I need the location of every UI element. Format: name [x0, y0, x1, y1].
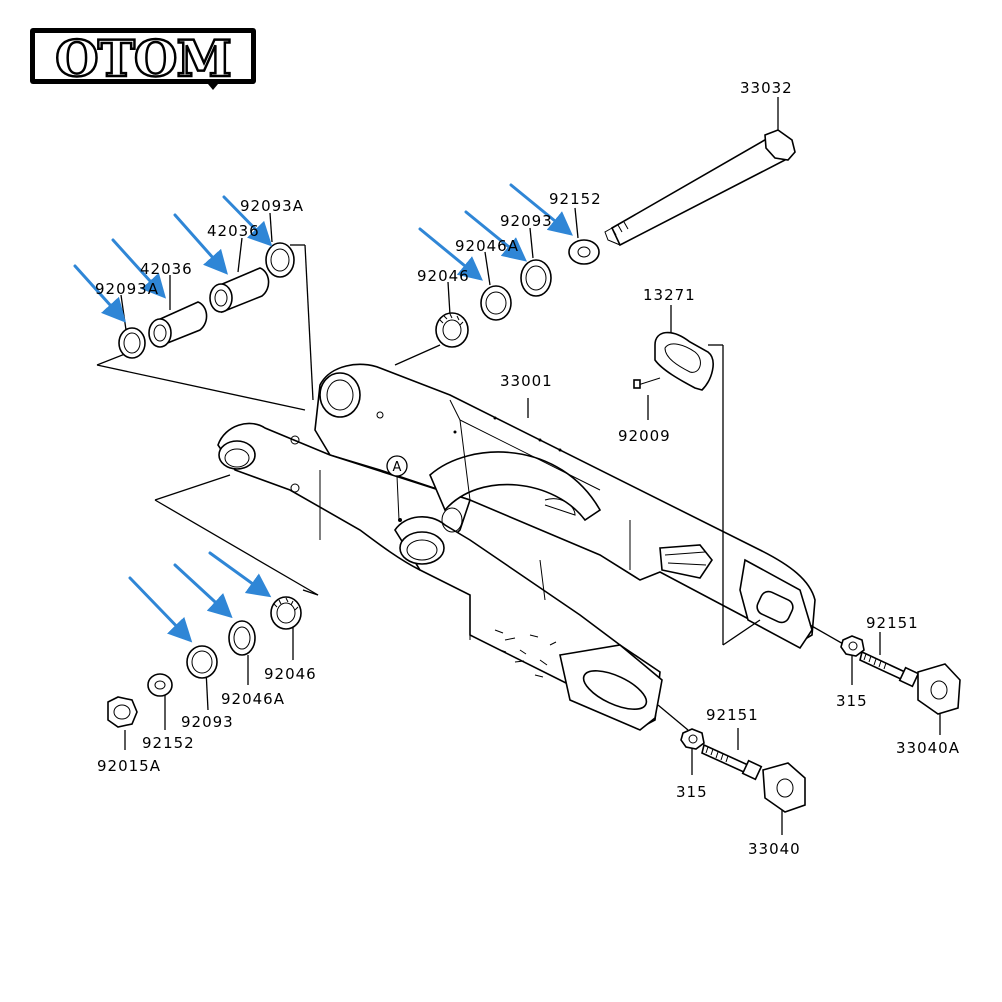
bearing-race-92046A-top	[480, 285, 512, 321]
label-92046-top: 92046	[417, 267, 470, 285]
label-92093A-top: 92093A	[240, 197, 304, 215]
arrow-seal-92093-top	[464, 210, 527, 262]
label-92046A-top: 92046A	[455, 237, 519, 255]
label-42036-a: 42036	[207, 222, 260, 240]
collar-42036-b	[148, 301, 208, 348]
arrow-race-92046A-bottom	[173, 563, 233, 619]
part-labels: 33032 92093A 92152 42036 92093 92046A 42…	[95, 79, 960, 858]
seal-92093-bottom	[186, 645, 218, 679]
bolt-92151-bottom	[701, 743, 763, 781]
label-92046-bottom: 92046	[264, 665, 317, 683]
label-33040: 33040	[748, 840, 801, 858]
arrow-bearing-92046-bottom	[208, 551, 272, 598]
arrow-bearing-92046-top	[418, 227, 483, 281]
callout-a: A	[386, 455, 408, 521]
highlight-arrows	[73, 183, 573, 643]
label-13271: 13271	[643, 286, 696, 304]
needle-bearing-92046-top	[435, 312, 469, 348]
label-33001: 33001	[500, 372, 553, 390]
arrow-collar-42036-b	[111, 238, 167, 299]
nut-315-right	[840, 635, 865, 657]
label-42036-b: 42036	[140, 260, 193, 278]
arrow-washer-92152-top	[509, 183, 573, 236]
nut-92015A	[107, 696, 138, 728]
adjuster-33040	[762, 762, 806, 813]
washer-92152-top	[568, 239, 600, 265]
label-33032: 33032	[740, 79, 793, 97]
callout-a-text: A	[393, 460, 402, 475]
label-92152-bottom: 92152	[142, 734, 195, 752]
seal-92093A-left	[118, 327, 146, 359]
race-92046A-bottom	[228, 620, 256, 656]
arrow-seal-92093A-left	[73, 264, 127, 323]
label-33040A: 33040A	[896, 739, 960, 757]
cover-13271	[654, 331, 714, 391]
label-92151-right: 92151	[866, 614, 919, 632]
label-92009: 92009	[618, 427, 671, 445]
label-92093-bottom: 92093	[181, 713, 234, 731]
label-92151-bottom: 92151	[706, 706, 759, 724]
label-315-bottom: 315	[676, 783, 708, 801]
label-92152-top: 92152	[549, 190, 602, 208]
axle-33032	[604, 129, 796, 247]
label-315-right: 315	[836, 692, 868, 710]
arrow-collar-42036-a	[173, 213, 228, 275]
screw-92009	[633, 377, 661, 389]
label-92093-top: 92093	[500, 212, 553, 230]
bolt-92151-right	[859, 650, 920, 688]
arrow-seal-92093-bottom	[128, 576, 193, 643]
seal-92093A-top	[265, 242, 295, 278]
arrow-seal-92093A-top	[222, 195, 273, 247]
collar-42036-a	[209, 267, 270, 314]
logo-text: OTOM	[55, 29, 231, 88]
swingarm-body	[217, 363, 816, 731]
washer-92152-bottom	[147, 673, 173, 697]
label-92015A: 92015A	[97, 757, 161, 775]
nut-315-bottom	[680, 728, 705, 750]
seal-92093-top	[520, 259, 552, 297]
label-92093A-left: 92093A	[95, 280, 159, 298]
adjuster-33040A	[917, 663, 961, 715]
bearing-92046-bottom	[270, 596, 302, 630]
otom-logo: OTOM	[30, 28, 256, 90]
label-92046A-bottom: 92046A	[221, 690, 285, 708]
